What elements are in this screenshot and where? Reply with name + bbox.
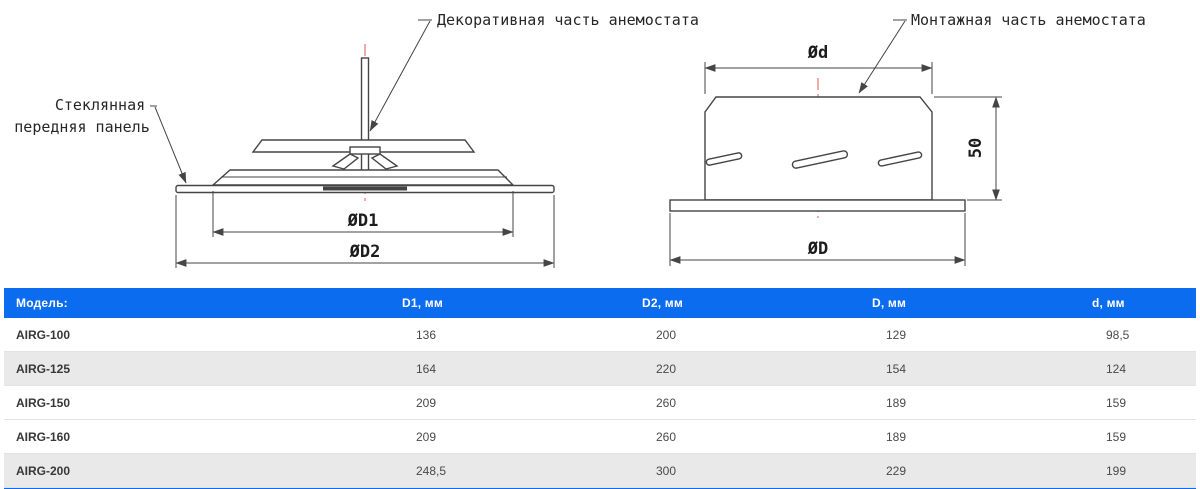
value-d2: 260 xyxy=(630,419,860,454)
glass-panel-label: Стеклянная передняя панель xyxy=(14,96,187,184)
model-name: AIRG-150 xyxy=(4,385,390,420)
table-row: AIRG-150 209 260 189 159 xyxy=(4,385,1196,420)
value-d: 154 xyxy=(860,351,1080,386)
dimension-d-big: ØD xyxy=(669,213,966,266)
wing-nut xyxy=(331,146,399,170)
value-d-small: 159 xyxy=(1080,419,1196,454)
value-d1: 164 xyxy=(390,351,630,386)
mounting-body xyxy=(704,96,933,201)
mounting-part-label: Монтажная часть анемостата xyxy=(858,11,1146,94)
model-name: AIRG-200 xyxy=(4,453,390,488)
header-d: D, мм xyxy=(860,288,1080,318)
value-d: 229 xyxy=(860,453,1080,488)
model-name: AIRG-100 xyxy=(4,318,390,352)
dimensions-table: Модель: D1, мм D2, мм D, мм d, мм AIRG-1… xyxy=(4,288,1196,488)
value-d-small: 199 xyxy=(1080,453,1196,488)
header-model: Модель: xyxy=(4,288,390,318)
header-d2: D2, мм xyxy=(630,288,860,318)
decorative-part-drawing: ØD1 ØD2 Декоративная часть анемостата xyxy=(14,11,699,268)
dimension-d1: ØD1 xyxy=(212,191,514,237)
decorative-part-label-text: Декоративная часть анемостата xyxy=(437,11,699,29)
mounting-flange xyxy=(669,199,966,212)
model-name: AIRG-125 xyxy=(4,351,390,386)
technical-drawing: ØD1 ØD2 Декоративная часть анемостата xyxy=(14,11,1146,268)
table-header-row: Модель: D1, мм D2, мм D, мм d, мм xyxy=(4,288,1196,318)
value-d-small: 159 xyxy=(1080,385,1196,420)
dimension-height: 50 xyxy=(934,96,1002,201)
value-d-small: 98,5 xyxy=(1080,318,1196,352)
upper-dish xyxy=(251,139,476,153)
value-d1: 209 xyxy=(390,419,630,454)
dimension-d2: ØD2 xyxy=(175,195,555,268)
header-d-small: d, мм xyxy=(1080,288,1196,318)
mounting-part-drawing: Ød 50 ØD xyxy=(669,11,1146,266)
value-d1: 248,5 xyxy=(390,453,630,488)
value-d-small: 124 xyxy=(1080,351,1196,386)
dim-label-height: 50 xyxy=(966,138,986,158)
dim-label-d2: ØD2 xyxy=(349,242,381,262)
model-name: AIRG-160 xyxy=(4,419,390,454)
anemostat-drawing-svg: ØD1 ØD2 Декоративная часть анемостата xyxy=(14,11,1146,268)
dim-label-d1: ØD1 xyxy=(347,211,379,231)
dim-label-d-big: ØD xyxy=(807,239,828,259)
value-d1: 209 xyxy=(390,385,630,420)
value-d: 189 xyxy=(860,419,1080,454)
value-d1: 136 xyxy=(390,318,630,352)
dim-label-d-small: Ød xyxy=(807,43,828,63)
glass-panel-label-line2: передняя панель xyxy=(14,118,149,136)
table-row: AIRG-200 248,5 300 229 199 xyxy=(4,453,1196,488)
stem xyxy=(360,57,370,189)
dimension-d-small: Ød xyxy=(704,43,933,94)
table-row: AIRG-125 164 220 154 124 xyxy=(4,351,1196,386)
value-d: 189 xyxy=(860,385,1080,420)
value-d2: 200 xyxy=(630,318,860,352)
table-row: AIRG-160 209 260 189 159 xyxy=(4,419,1196,454)
value-d: 129 xyxy=(860,318,1080,352)
header-d1: D1, мм xyxy=(390,288,630,318)
louver-slots xyxy=(705,150,923,169)
mounting-part-label-text: Монтажная часть анемостата xyxy=(911,11,1146,29)
value-d2: 300 xyxy=(630,453,860,488)
table-row: AIRG-100 136 200 129 98,5 xyxy=(4,318,1196,352)
base-plate xyxy=(323,186,407,191)
value-d2: 220 xyxy=(630,351,860,386)
decorative-part-label: Декоративная часть анемостата xyxy=(369,11,699,132)
value-d2: 260 xyxy=(630,385,860,420)
glass-panel-label-line1: Стеклянная xyxy=(55,96,145,114)
